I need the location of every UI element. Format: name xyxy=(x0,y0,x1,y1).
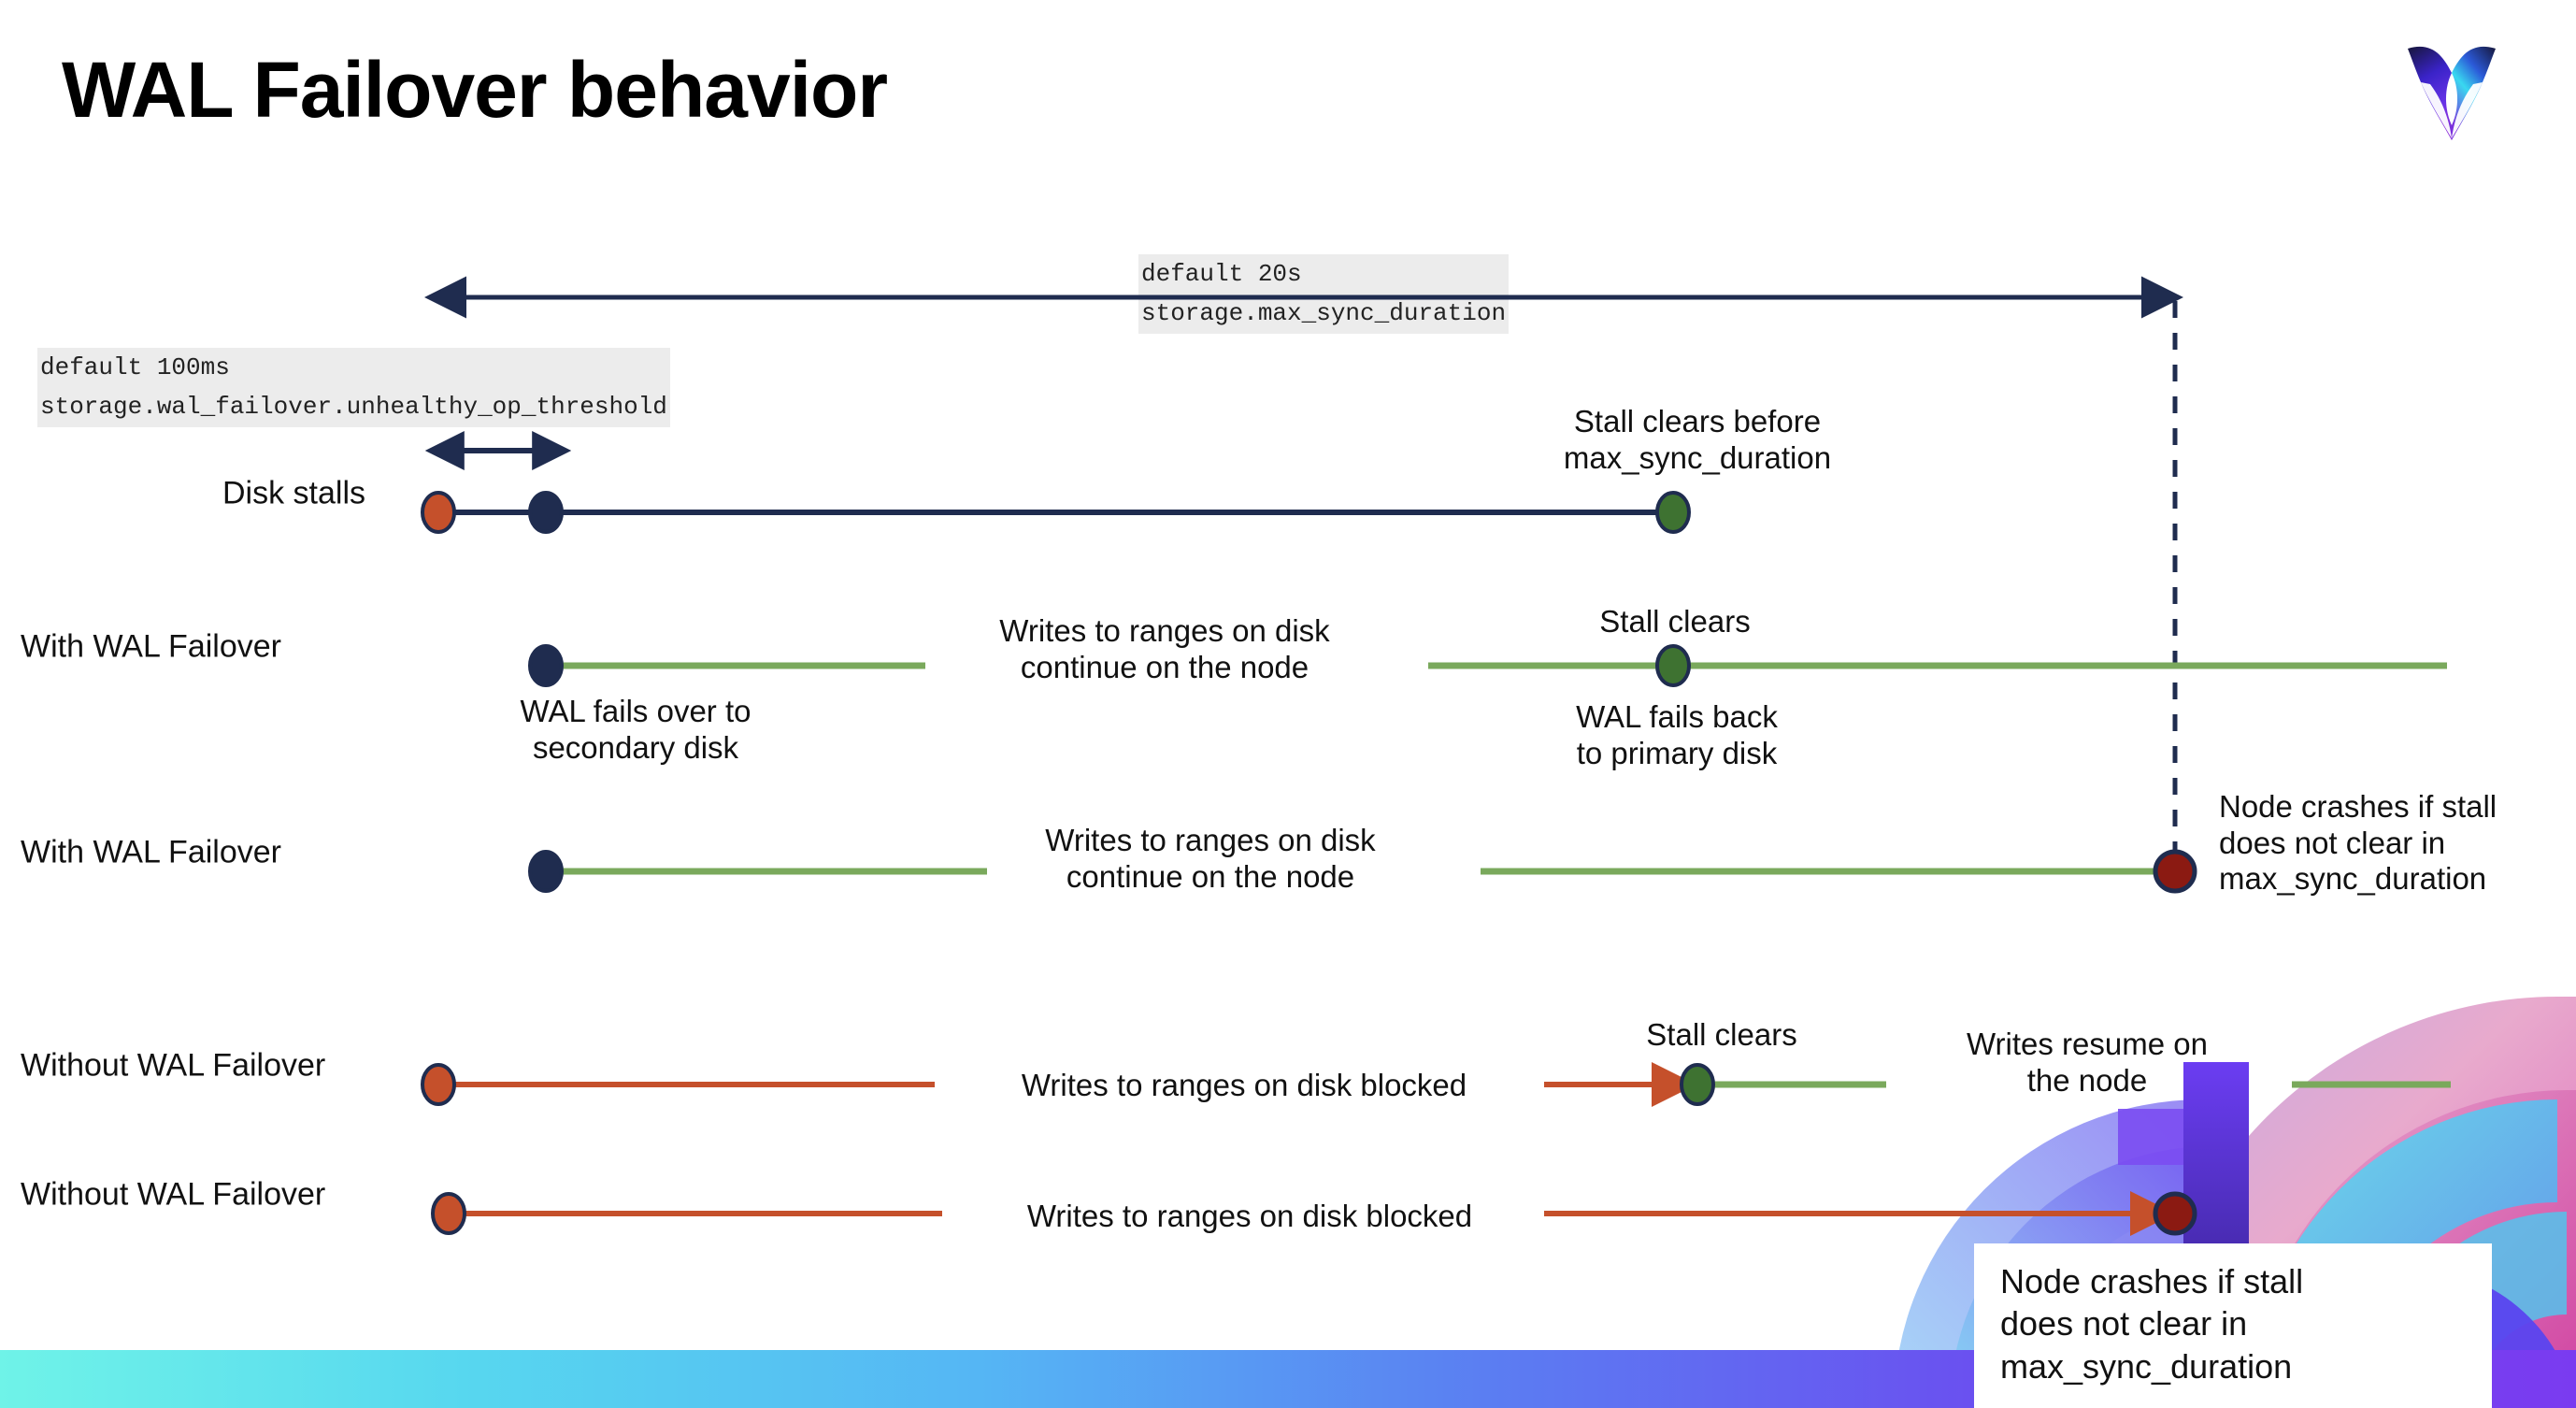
note-stall-clears-before-max-sync: Stall clears before max_sync_duration xyxy=(1563,404,1832,475)
note-writes-continue-1: Writes to ranges on disk continue on the… xyxy=(999,613,1330,684)
red-dot-node-crash xyxy=(2153,849,2197,894)
navy-dot-failover xyxy=(528,491,564,534)
note-writes-continue-2: Writes to ranges on disk continue on the… xyxy=(1045,823,1376,894)
cockroachdb-logo-icon xyxy=(2400,28,2503,159)
green-dot-stall-cleared xyxy=(1680,1063,1715,1106)
note-writes-blocked-1: Writes to ranges on disk blocked xyxy=(1021,1068,1467,1102)
orange-dot-stall-start xyxy=(421,491,456,534)
navy-dot-failover xyxy=(528,644,564,687)
note-writes-resume: Writes resume on the node xyxy=(1967,1027,2208,1098)
green-dot-stall-cleared xyxy=(1655,644,1691,687)
unhealthy-setting-text: storage.wal_failover.unhealthy_op_thresh… xyxy=(37,387,670,427)
note-node-crashes-1: Node crashes if stall does not clear in … xyxy=(2219,789,2497,897)
row-label-with-wal-failover-1: With WAL Failover xyxy=(21,628,281,665)
orange-dot-stall-start xyxy=(431,1192,466,1235)
red-dot-node-crash xyxy=(2153,1191,2197,1236)
navy-dot-failover xyxy=(528,850,564,893)
note-wal-fails-back: WAL fails back to primary disk xyxy=(1576,699,1778,770)
note-writes-blocked-2: Writes to ranges on disk blocked xyxy=(1026,1199,1473,1233)
row-label-disk-stalls: Disk stalls xyxy=(222,475,366,511)
unhealthy-default-text: default 100ms xyxy=(37,348,670,388)
orange-dot-stall-start xyxy=(421,1063,456,1106)
note-wal-fails-over: WAL fails over to secondary disk xyxy=(520,694,751,765)
annotation-unhealthy-op-threshold: default 100ms storage.wal_failover.unhea… xyxy=(37,348,670,427)
row-label-without-wal-failover-2: Without WAL Failover xyxy=(21,1176,326,1213)
callout-node-crashes-2: Node crashes if stall does not clear in … xyxy=(1974,1243,2492,1408)
row-label-with-wal-failover-2: With WAL Failover xyxy=(21,834,281,870)
page-title: WAL Failover behavior xyxy=(62,46,888,134)
callout-node-crashes-text: Node crashes if stall does not clear in … xyxy=(2000,1262,2304,1386)
note-stall-clears-1: Stall clears xyxy=(1599,604,1751,639)
row-label-without-wal-failover-1: Without WAL Failover xyxy=(21,1047,326,1084)
green-dot-stall-cleared xyxy=(1655,491,1691,534)
note-stall-clears-2: Stall clears xyxy=(1646,1017,1797,1052)
